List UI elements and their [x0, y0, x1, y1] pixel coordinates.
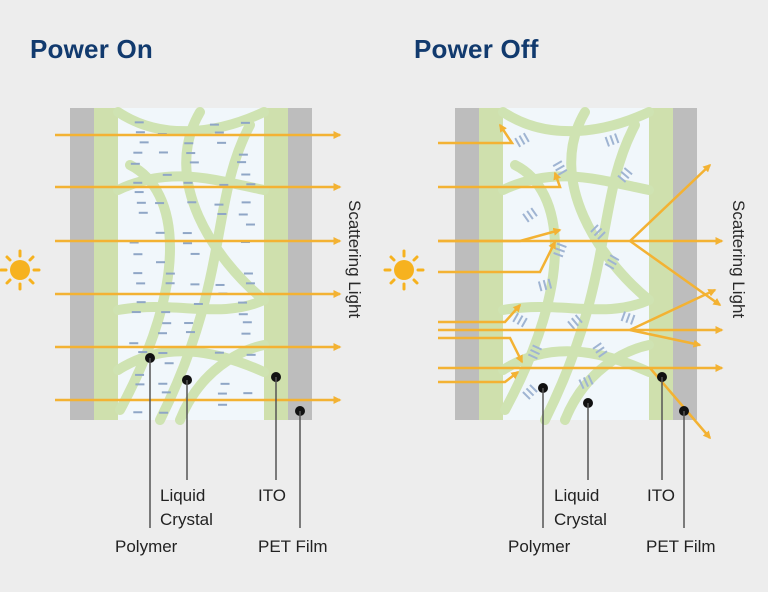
light-ray: [629, 288, 717, 332]
light-ray: [438, 123, 515, 145]
liquid-crystal-molecule: [525, 387, 535, 397]
liquid-crystal-label: Liquid Crystal: [160, 484, 230, 532]
liquid-crystal-molecules: [512, 132, 636, 400]
liquid-crystal-molecule: [614, 133, 620, 144]
ito-label: ITO: [258, 486, 287, 505]
liquid-crystal-molecule: [537, 281, 543, 292]
liquid-crystal-molecule: [617, 174, 627, 183]
light-ray: [438, 171, 562, 189]
liquid-crystal-text: Liquid Crystal: [554, 486, 607, 529]
liquid-crystal-molecule: [522, 391, 531, 400]
liquid-crystal-molecule: [604, 262, 615, 270]
liquid-crystal-molecule: [554, 247, 566, 253]
liquid-crystal-molecule: [625, 312, 631, 324]
liquid-crystal-molecule: [526, 210, 534, 220]
liquid-crystal-molecule: [530, 207, 538, 217]
sun-icon: [0, 249, 41, 291]
liquid-crystal-molecule: [571, 317, 579, 327]
pet-film-left: [70, 108, 94, 420]
liquid-crystal-molecules: [129, 121, 256, 414]
pet-film-left: [455, 108, 479, 420]
liquid-crystal-molecule: [542, 279, 548, 291]
pet-film-right: [673, 108, 697, 420]
polymer-label: Polymer: [508, 537, 571, 556]
liquid-crystal-molecule: [630, 314, 636, 325]
liquid-crystal-molecule: [516, 315, 524, 325]
liquid-crystal-molecule: [604, 136, 610, 147]
pet-film-label: PET Film: [646, 537, 716, 556]
liquid-crystal-molecule: [552, 160, 563, 168]
liquid-crystal-molecule: [522, 213, 530, 223]
liquid-crystal-molecule: [620, 311, 626, 322]
liquid-crystal-molecule: [620, 171, 630, 179]
liquid-crystal-molecule: [590, 224, 599, 233]
liquid-crystal-molecule: [556, 242, 567, 248]
pet-film-label: PET Film: [258, 537, 328, 556]
liquid-crystal-molecule: [529, 384, 538, 393]
power-on-leaders: [145, 353, 305, 528]
liquid-crystal-molecule: [578, 379, 585, 390]
liquid-crystal-molecule: [532, 344, 543, 351]
ito-right: [264, 108, 288, 420]
liquid-crystal-molecule: [530, 348, 540, 356]
liquid-crystal-molecule: [607, 258, 617, 266]
pet-film-right: [288, 108, 312, 420]
polymer-network: [498, 107, 654, 425]
liquid-crystal-molecule: [520, 317, 528, 328]
liquid-crystal-molecule: [514, 137, 522, 148]
liquid-crystal-molecule: [574, 314, 583, 324]
liquid-crystal-molecule: [512, 312, 520, 323]
liquid-crystal-molecule: [609, 134, 615, 146]
liquid-crystal-molecule: [553, 252, 564, 258]
liquid-crystal-molecule: [527, 353, 538, 360]
liquid-crystal-molecule: [609, 254, 620, 262]
light-ray: [438, 371, 520, 384]
liquid-crystal-molecule: [597, 231, 606, 240]
liquid-crystal-molecule: [595, 346, 605, 354]
power-off-title: Power Off: [414, 34, 539, 64]
polymer-label: Polymer: [115, 537, 178, 556]
liquid-crystal-molecule: [582, 377, 590, 387]
sun-icon: [383, 249, 425, 291]
scattering-light-label: Scattering Light: [729, 200, 748, 319]
liquid-crystal-molecule: [518, 135, 526, 145]
liquid-crystal-molecule: [593, 227, 603, 237]
power-off-leaders: [538, 372, 689, 528]
light-ray: [438, 303, 521, 324]
liquid-crystal-molecule: [547, 278, 553, 289]
light-rays: [438, 123, 724, 440]
liquid-crystal-molecule: [567, 320, 576, 330]
scattering-light-label: Scattering Light: [345, 200, 364, 319]
light-rays: [55, 131, 342, 404]
liquid-crystal-molecule: [592, 342, 602, 350]
light-ray: [438, 240, 557, 274]
ito-label: ITO: [647, 486, 676, 505]
liquid-crystal-molecule: [555, 164, 565, 172]
liquid-crystal-text: Liquid Crystal: [160, 486, 213, 529]
light-ray: [629, 328, 702, 348]
light-ray: [629, 163, 712, 242]
liquid-crystal-molecule: [522, 132, 530, 143]
liquid-crystal-molecule: [598, 350, 608, 358]
light-ray: [438, 336, 524, 364]
power-off-cell: [438, 107, 724, 440]
power-on-title: Power On: [30, 34, 153, 64]
liquid-crystal-molecule: [587, 374, 594, 385]
liquid-crystal-label: Liquid Crystal: [554, 484, 624, 532]
power-on-cell: [55, 107, 342, 425]
liquid-crystal-molecule: [623, 167, 633, 176]
